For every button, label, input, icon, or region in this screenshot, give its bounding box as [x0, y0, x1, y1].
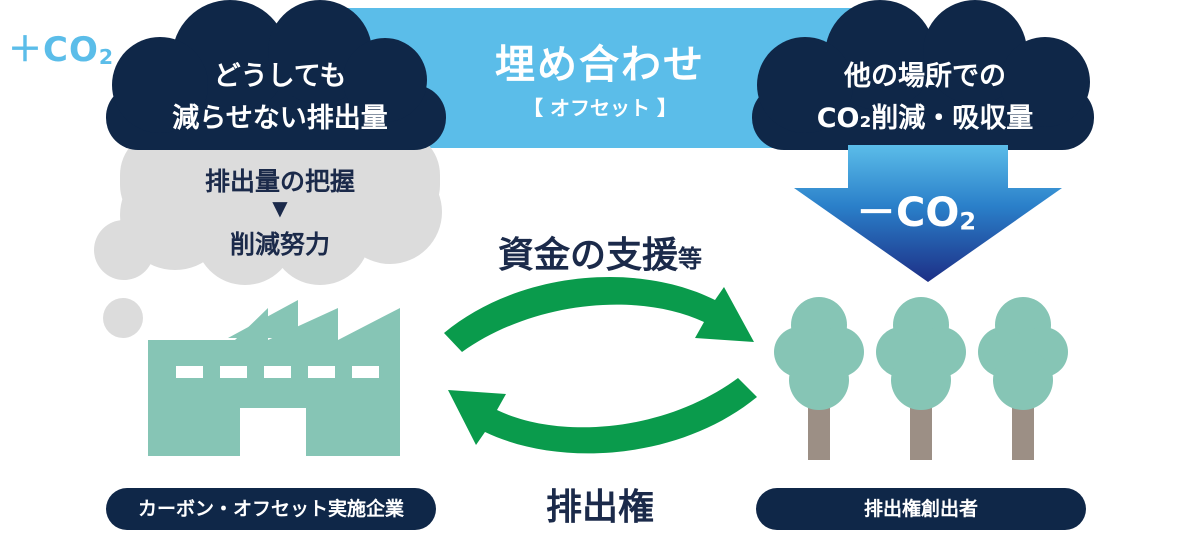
label-left-pill: [106, 488, 436, 530]
cloud-right-line1: 他の場所での: [844, 61, 1006, 92]
thought-cloud: [94, 130, 442, 338]
funding-label: 資金の支援等: [440, 226, 760, 278]
tree-icon: [876, 297, 966, 460]
plus-co2-subscript: 2: [98, 45, 115, 70]
label-right-pill: [756, 488, 1086, 530]
minus-co2-subscript: 2: [959, 207, 977, 236]
cloud-right-line2: CO₂削減・吸収量: [816, 103, 1034, 134]
factory-icon: [148, 300, 400, 456]
plus-co2-label: ＋CO2: [8, 22, 114, 71]
label-right: 排出権創出者: [863, 498, 978, 520]
arrow-down-icon: [794, 145, 1062, 282]
banner-subtitle: 【 オフセット 】: [523, 96, 677, 120]
banner-title: 埋め合わせ: [495, 42, 705, 88]
cloud-right: [752, 0, 1094, 150]
thought-cloud-line1: 排出量の把握: [204, 167, 355, 196]
plus-co2-text: ＋CO: [8, 30, 99, 70]
minus-co2-text: －CO: [855, 190, 960, 236]
cloud-left-line1: どうしても: [213, 61, 347, 92]
funding-main: 資金の支援: [497, 235, 678, 276]
thought-cloud-line3: 削減努力: [229, 230, 330, 259]
cloud-left: [106, 0, 446, 150]
label-left: カーボン・オフセット実施企業: [137, 498, 404, 520]
funding-suffix: 等: [678, 245, 702, 273]
triangle-down-icon: ▼: [272, 196, 288, 220]
tree-icon: [774, 297, 864, 460]
tree-icon: [978, 297, 1068, 460]
cloud-left-line2: 減らせない排出量: [172, 103, 388, 134]
minus-co2-label: －CO2: [826, 180, 1006, 238]
cycle-arrow-icon: [444, 277, 757, 454]
credits-label: 排出権: [545, 487, 654, 528]
